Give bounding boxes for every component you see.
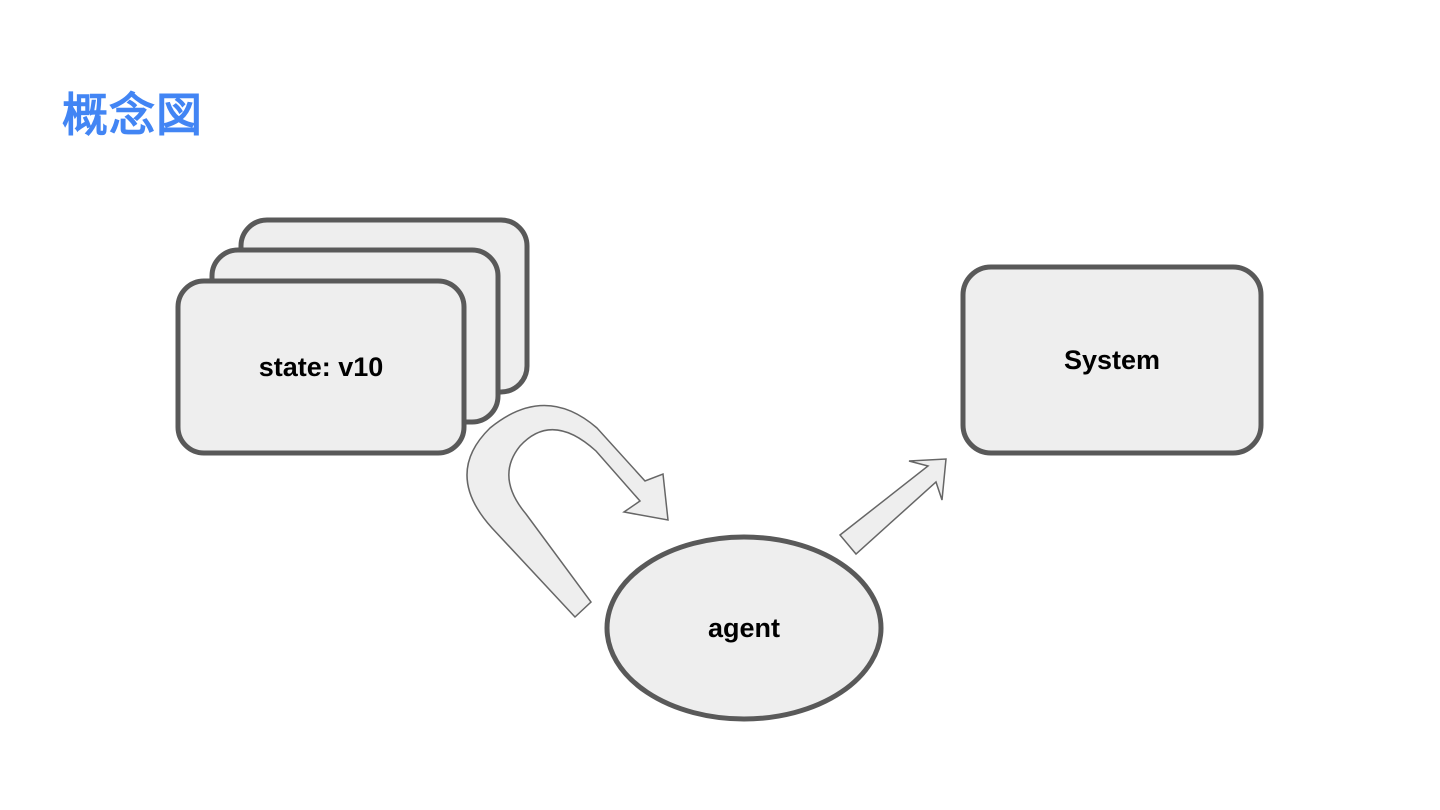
system-node: System — [960, 264, 1264, 456]
agent-to-system-arrow — [838, 458, 947, 556]
slide-title: 概念図 — [62, 88, 203, 142]
state-label: state: v10 — [259, 352, 384, 382]
system-label: System — [1064, 345, 1160, 375]
agent-node: agent — [604, 534, 884, 722]
u-turn-arrow — [466, 404, 669, 619]
state-stack: state: v10 — [175, 217, 530, 456]
system-box — [960, 264, 1264, 456]
agent-ellipse — [604, 534, 884, 722]
agent-label: agent — [708, 613, 780, 643]
state-card-front — [175, 278, 467, 456]
